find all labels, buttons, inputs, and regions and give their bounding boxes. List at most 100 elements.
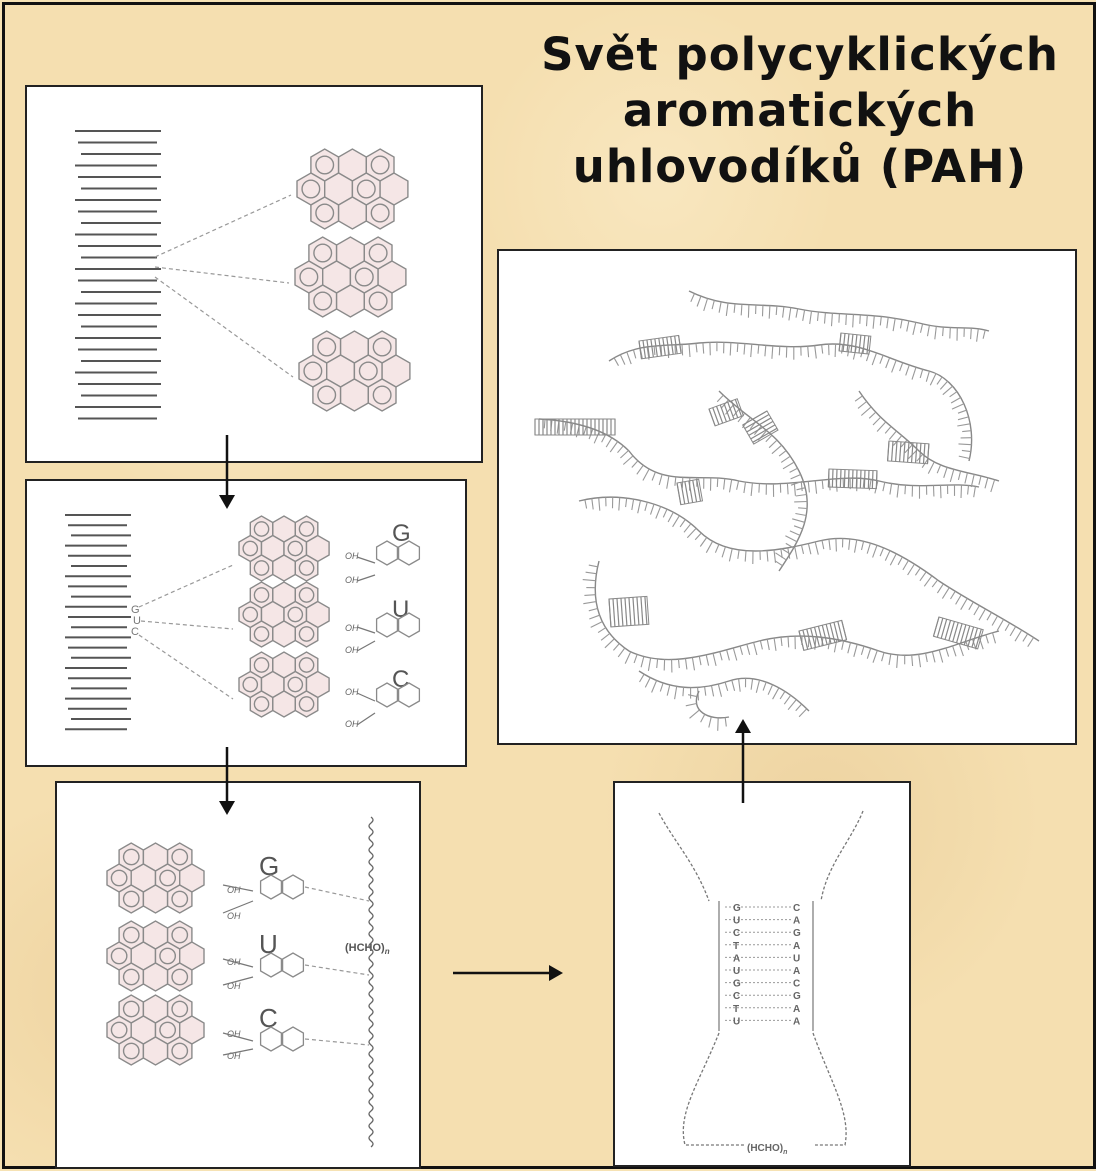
strand-tick xyxy=(699,656,701,665)
hexagon-ring xyxy=(119,1037,143,1065)
bond-line xyxy=(357,693,375,701)
strand-tick xyxy=(897,485,899,498)
strand-tick xyxy=(959,644,963,656)
ladder-rung xyxy=(852,470,853,488)
strand-tick xyxy=(788,700,796,710)
oh-label-6: OH xyxy=(345,719,359,729)
ladder-rung xyxy=(641,597,643,625)
strand-tick xyxy=(626,498,627,507)
strand-tick xyxy=(632,461,638,468)
strand-tick xyxy=(751,679,753,690)
strand-tick xyxy=(873,417,881,425)
strand-tick xyxy=(796,704,802,711)
strand-tick xyxy=(675,477,676,486)
bond-line xyxy=(357,641,375,651)
strand-tick xyxy=(732,680,735,691)
right-base: C xyxy=(793,979,800,990)
strand-tick xyxy=(839,314,840,323)
strand-tick xyxy=(862,541,864,550)
strand-tick xyxy=(835,344,836,357)
strand-tick xyxy=(983,330,985,339)
strand-tick xyxy=(930,374,936,386)
strand-tick xyxy=(740,646,742,655)
ladder-rung xyxy=(900,442,901,462)
strand-tick xyxy=(822,480,823,489)
strand-tick xyxy=(907,321,909,332)
left-base: C xyxy=(733,991,740,1002)
panel-network xyxy=(497,249,1077,745)
strand-tick xyxy=(722,547,725,558)
strand-tick xyxy=(660,683,663,692)
ladder-rung xyxy=(693,480,697,502)
strand-tick xyxy=(682,344,683,355)
strand-tick xyxy=(815,542,818,555)
strand-tick xyxy=(885,427,891,434)
left-base: G xyxy=(733,903,741,914)
strand-tick xyxy=(789,308,791,321)
hexagon-ring xyxy=(119,885,143,913)
strand-tick xyxy=(589,615,599,619)
strand-tick xyxy=(727,650,730,661)
strand-tick xyxy=(657,659,658,668)
hexagon-ring xyxy=(168,885,192,913)
oh-label-5: OH xyxy=(345,687,359,697)
strand-tick xyxy=(744,482,746,493)
polymer-label-3: (HCHO)n xyxy=(345,942,390,956)
strand-tick xyxy=(867,648,870,659)
strand-tick xyxy=(737,481,739,490)
base-ring xyxy=(377,541,398,565)
left-base: C xyxy=(733,928,740,939)
dashed-connector xyxy=(305,887,369,901)
strand-tick xyxy=(656,507,661,519)
strand-tick xyxy=(1023,634,1028,642)
strand-tick xyxy=(689,344,690,357)
pah-bases-figure: G U C G U C OH OH OH OH OH OH xyxy=(27,481,469,769)
strand-tick xyxy=(942,588,949,599)
strand-tick xyxy=(640,674,645,682)
strand-tick xyxy=(893,318,895,331)
strand-tick xyxy=(808,544,811,555)
strand-tick xyxy=(873,545,877,557)
strand-tick xyxy=(627,352,631,364)
title-line-1: Svět polycyklických xyxy=(535,27,1065,83)
strand-tick xyxy=(668,512,673,522)
strand-tick xyxy=(971,474,974,487)
strand-tick xyxy=(589,609,598,611)
strand-tick xyxy=(634,655,637,664)
strand-tick xyxy=(951,591,956,599)
strand-tick xyxy=(958,417,969,420)
strand-tick xyxy=(822,540,824,549)
strand-tick xyxy=(961,599,968,610)
strand-tick xyxy=(836,539,837,552)
ladder-rung xyxy=(868,470,869,488)
strand-tick xyxy=(564,422,566,431)
ladder-rung xyxy=(629,598,631,626)
pah-stack-figure xyxy=(27,87,485,465)
ladder-rung xyxy=(807,629,812,648)
strand-tick xyxy=(926,653,928,662)
strand-tick xyxy=(783,307,784,318)
strand-tick xyxy=(797,488,806,490)
strand-tick xyxy=(717,395,723,402)
strand-tick xyxy=(618,446,624,453)
base-ring xyxy=(283,953,304,977)
strand-tick xyxy=(652,681,657,693)
right-base: A xyxy=(793,1016,800,1027)
hexagon-ring xyxy=(143,885,167,913)
strand-tick xyxy=(986,635,989,644)
strand-tick xyxy=(853,314,854,327)
strand-tick xyxy=(730,343,731,356)
strand-tick xyxy=(905,485,906,494)
ladder-rung xyxy=(851,334,853,352)
strand-tick xyxy=(815,346,817,359)
strand-tick xyxy=(767,551,768,562)
strand-tick xyxy=(869,412,876,418)
title-line-3: uhlovodíků (PAH) xyxy=(535,139,1065,195)
strand-tick xyxy=(654,346,655,355)
strand-tick xyxy=(643,469,649,480)
left-base: G xyxy=(733,979,741,990)
strand-tick xyxy=(737,343,738,352)
ladder-rung xyxy=(867,336,869,354)
